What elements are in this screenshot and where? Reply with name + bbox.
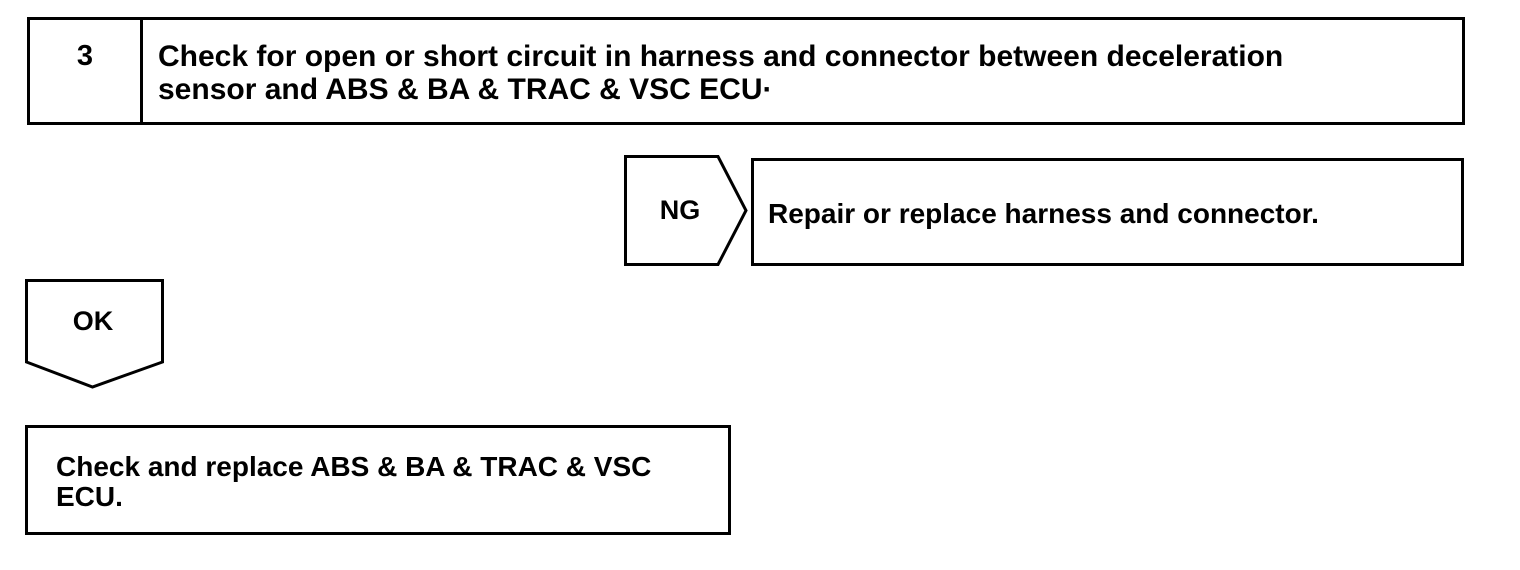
ng-arrow-outline bbox=[624, 155, 748, 266]
step-number-cell: 3 bbox=[30, 20, 143, 122]
ng-result-box: Repair or replace harness and connector. bbox=[751, 158, 1464, 266]
step-title: Check for open or short circuit in harne… bbox=[158, 40, 1284, 106]
step-box: 3 Check for open or short circuit in har… bbox=[27, 17, 1465, 125]
ng-label: NG bbox=[659, 195, 701, 225]
ok-arrow-shape bbox=[25, 279, 164, 389]
step-number: 3 bbox=[76, 40, 94, 72]
ok-label: OK bbox=[72, 306, 114, 336]
ok-action-text: Check and replace ABS & BA & TRAC & VSC … bbox=[56, 451, 652, 512]
ok-result-box: Check and replace ABS & BA & TRAC & VSC … bbox=[25, 425, 731, 535]
ok-arrow-outline bbox=[25, 279, 164, 389]
ng-arrow-shape bbox=[624, 155, 748, 266]
ng-action-text: Repair or replace harness and connector. bbox=[768, 198, 1319, 229]
